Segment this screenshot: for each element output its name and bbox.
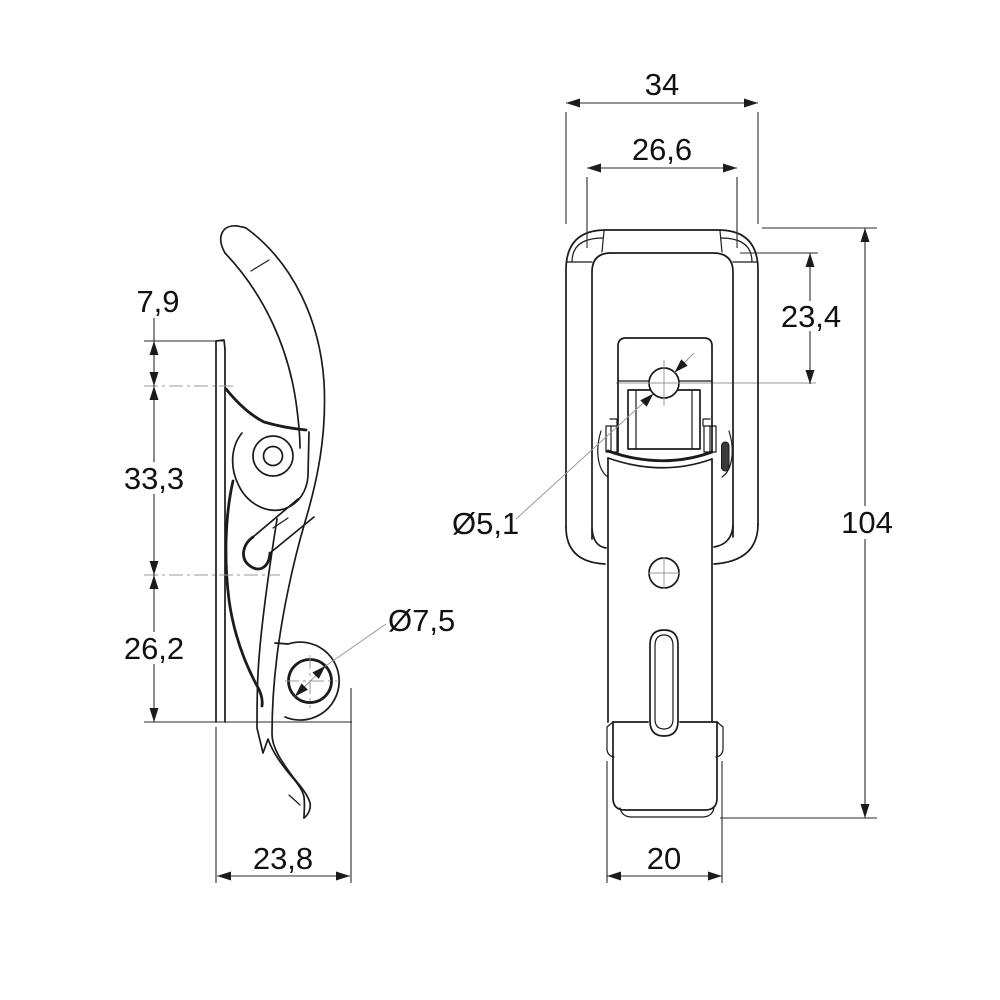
lever-tail-tick <box>288 794 301 806</box>
eyelet-outer <box>284 641 340 721</box>
arrowhead <box>336 871 350 881</box>
arrowhead <box>149 561 159 575</box>
wire-bend-left <box>597 430 609 478</box>
hook-strip-tick <box>272 517 289 529</box>
ext-line <box>565 112 759 224</box>
cam-outline <box>231 431 310 512</box>
arrowhead <box>294 683 308 697</box>
dim-label-overall-width: 34 <box>645 67 679 102</box>
ext-line <box>586 177 738 248</box>
keeper-plate <box>617 337 713 453</box>
ear-right-step <box>702 418 711 427</box>
foot-flare-right <box>715 721 724 758</box>
arrowhead <box>607 871 621 881</box>
arrowhead <box>566 98 580 108</box>
dim-label-body-lower: 26,2 <box>124 631 184 666</box>
ear-left-step <box>609 418 618 427</box>
spring-box <box>627 389 701 450</box>
ext-line <box>215 688 352 883</box>
arrowhead <box>805 370 815 384</box>
strap-hole-centerlines <box>648 557 680 589</box>
dim-label-overall-height: 104 <box>841 505 893 540</box>
bail-inner <box>591 252 734 540</box>
lever-lower-edge <box>256 518 306 819</box>
bail-right-foot <box>713 523 759 565</box>
ext-line <box>720 227 877 819</box>
hook-strip-lower <box>269 516 315 554</box>
strap-slot-outer <box>649 629 679 737</box>
dim-label-body-upper: 33,3 <box>124 461 184 496</box>
arrowhead <box>860 228 870 242</box>
lever-tip-tick <box>250 259 270 272</box>
arrowhead <box>149 575 159 589</box>
arrowhead <box>805 253 815 267</box>
pivot-rivet-circle <box>262 445 284 467</box>
side-view <box>215 225 340 819</box>
arrowhead <box>312 665 326 679</box>
bail-right-foot-inner <box>713 524 734 548</box>
arrowhead <box>860 804 870 818</box>
arrowhead <box>674 359 688 373</box>
ext-line <box>606 761 723 883</box>
dim-label-flange-offset: 7,9 <box>136 284 179 319</box>
strap-top-edge <box>606 449 714 463</box>
strap-top-edge-inner <box>607 457 713 469</box>
bail-left-foot-inner <box>591 527 607 549</box>
lever-outer-curve <box>245 227 326 819</box>
arrowhead <box>723 163 737 173</box>
hook-strip-upper <box>252 498 299 538</box>
pawl-upper-edge <box>224 387 308 432</box>
spring-box-walls <box>635 389 693 450</box>
arrowhead <box>149 708 159 722</box>
dim-label-hole-offset: 23,4 <box>781 299 841 334</box>
dim-label-bracket-width: 20 <box>647 841 681 876</box>
side-view-dimensions: 7,9 33,3 26,2 23,8 Ø7,5 <box>124 284 455 883</box>
leader-line <box>294 623 387 697</box>
dim-label-eyelet-hole: Ø7,5 <box>388 603 455 638</box>
foot-flare-left <box>606 721 615 758</box>
arrowhead <box>640 393 654 407</box>
eyelet-connector <box>274 642 289 645</box>
strap-slot-inner <box>654 634 674 730</box>
arrowhead <box>149 372 159 386</box>
arrowhead <box>744 98 758 108</box>
arrowhead <box>708 871 722 881</box>
bail-left-foot <box>565 526 606 565</box>
foot-lip <box>619 807 715 818</box>
bail-corner-arc-left <box>571 237 604 263</box>
front-view-dimensions: 34 26,6 23,4 104 20 Ø5,1 <box>452 67 893 883</box>
bail-corner-arc-right <box>720 237 753 263</box>
pawl-sweep-edge <box>224 479 264 708</box>
dim-label-pivot-hole: Ø5,1 <box>452 506 519 541</box>
lever-inner-curve <box>224 252 301 449</box>
dim-label-inner-width: 26,6 <box>632 132 692 167</box>
pivot-boss-circle <box>252 435 294 477</box>
arrowhead <box>149 341 159 355</box>
hook-u-bend <box>242 535 272 571</box>
arrowhead <box>587 163 601 173</box>
bail-tangent-ticks <box>565 230 759 263</box>
wire-bend-right <box>721 430 733 478</box>
foot-body <box>612 721 718 811</box>
front-view <box>565 229 816 818</box>
dim-label-depth: 23,8 <box>253 841 313 876</box>
arrowhead <box>217 871 231 881</box>
arrowhead <box>149 386 159 400</box>
catch-bar <box>721 441 730 472</box>
pivot-hole-crosshair <box>646 363 682 403</box>
lever-tip-cap <box>220 225 247 254</box>
